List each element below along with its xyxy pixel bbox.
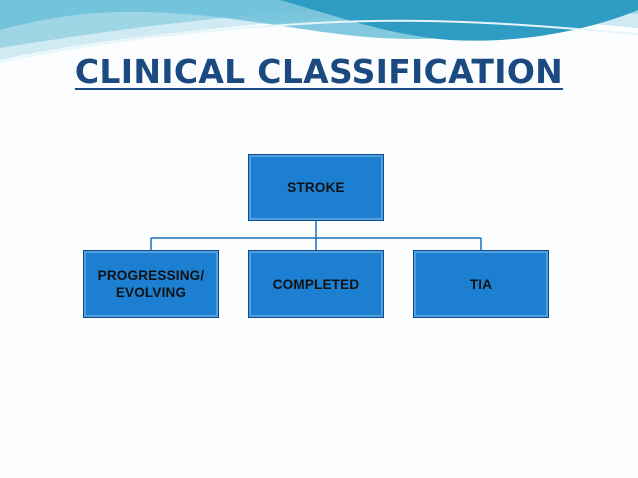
org-node-label: COMPLETED <box>272 276 360 292</box>
org-node-label: STROKE <box>287 180 345 195</box>
org-node-progressing-evolving: PROGRESSING/ EVOLVING <box>83 250 219 318</box>
org-node-label: PROGRESSING/ EVOLVING <box>97 268 205 300</box>
org-node-completed: COMPLETED <box>248 250 384 318</box>
slide-title: CLINICAL CLASSIFICATION <box>74 52 564 91</box>
org-node-tia: TIA <box>413 250 549 318</box>
org-node-stroke: STROKE <box>248 154 384 221</box>
wave-header-decoration <box>0 0 638 63</box>
org-node-label: TIA <box>469 276 493 292</box>
